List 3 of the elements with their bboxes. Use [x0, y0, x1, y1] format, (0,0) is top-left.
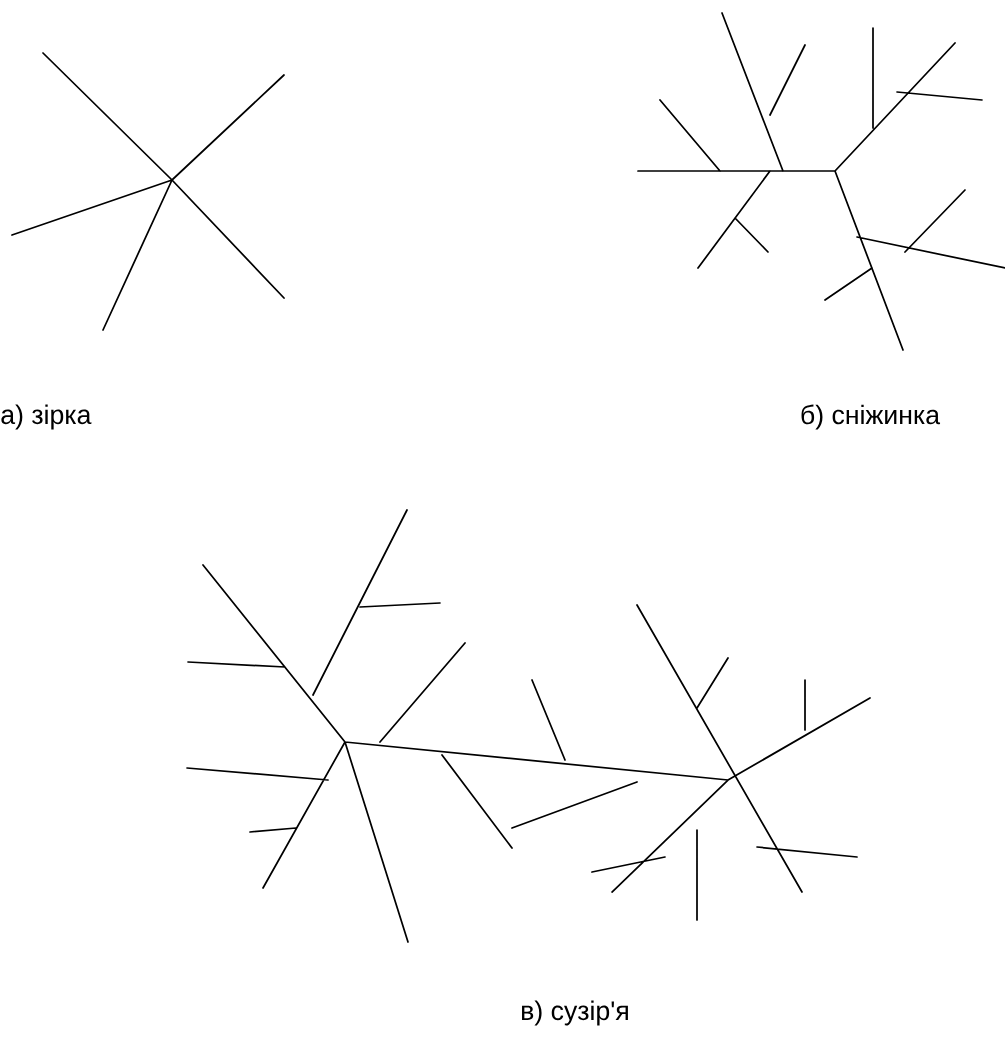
figure-caption: в) сузір'я [522, 1000, 628, 1026]
figure-caption: а) зірка [1, 404, 92, 430]
figure-caption: б) сніжинка [801, 404, 941, 430]
